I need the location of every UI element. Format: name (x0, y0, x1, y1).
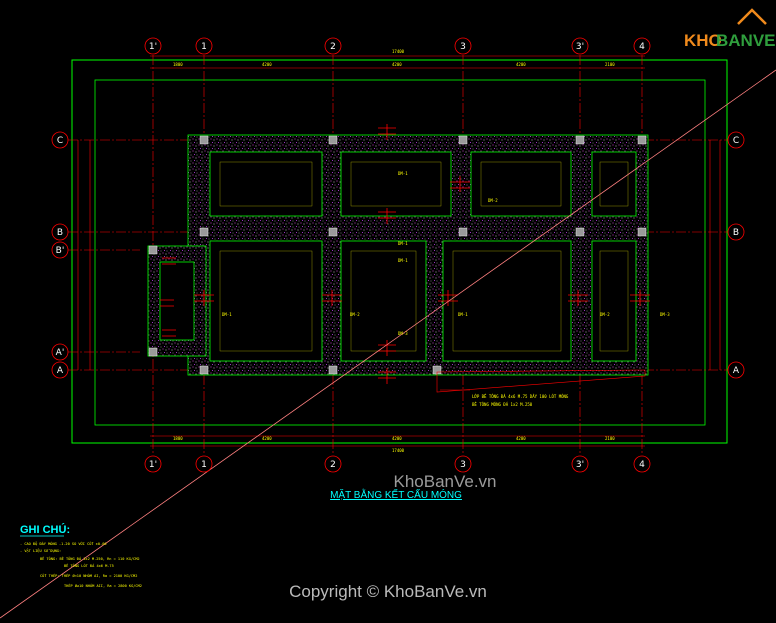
dim-overall-top: 17400 (392, 49, 405, 54)
axis-label-top: 1 (201, 42, 207, 52)
axis-bubbles-bottom (144, 455, 651, 473)
axis-label-bottom: 1' (149, 460, 157, 470)
dim-segment-bottom: 4200 (392, 436, 402, 441)
beam-tag: DM-3 (660, 312, 670, 317)
diagonal-reference-line (0, 69, 776, 619)
beam-tag: DM-3 (398, 331, 408, 336)
axis-bubbles-top (144, 37, 651, 55)
axis-label-left: A (57, 366, 64, 376)
dim-segment-bottom: 2100 (605, 436, 615, 441)
axis-label-top: 4 (639, 42, 645, 52)
note-line: CỐT THÉP: THÉP Ø<10 NHÓM AI, Ra = 2100 K… (40, 573, 137, 578)
note-line: BÊ TÔNG LÓT ĐÁ 4x6 M.75 (64, 563, 114, 568)
axis-labels: 1' 1 2 3 3' 4 1' 1 2 3 3' 4 C B B' A' A … (56, 42, 740, 470)
axis-label-top: 1' (149, 42, 157, 52)
dim-segment-top: 4200 (262, 62, 272, 67)
axis-label-bottom: 4 (639, 460, 645, 470)
axis-label-right: B (733, 228, 739, 238)
beam-tag: DM-1 (222, 312, 232, 317)
site-boundary (71, 59, 728, 444)
dimension-lines (77, 55, 721, 447)
footing-outlines (219, 161, 629, 352)
dim-segment-top: 4200 (516, 62, 526, 67)
axis-label-left: B' (56, 246, 65, 256)
watermark-center: KhoBanVe.vn (393, 472, 496, 491)
beam-tag: DM-2 (600, 312, 610, 317)
foundation-panels (159, 151, 637, 362)
dim-segment-top: 1800 (173, 62, 183, 67)
svg-text:KHO: KHO (684, 31, 722, 50)
axis-label-bottom: 2 (330, 460, 336, 470)
axis-label-left: B (57, 228, 63, 238)
axis-label-right: C (733, 136, 739, 146)
dim-overall-bottom: 17400 (392, 448, 405, 453)
note-line: BÊ TÔNG: BÊ TÔNG ĐÁ 1x2 M.250, Rn = 110 … (40, 556, 140, 561)
slab-annotation: LỚP BÊ TÔNG ĐÁ 4x6 M.75 DÀY 100 LÓT MÓNG… (472, 394, 569, 407)
watermark-copyright: Copyright © KhoBanVe.vn (289, 582, 487, 601)
dim-segment-bottom: 1800 (173, 436, 183, 441)
beam-tag: DM-2 (350, 312, 360, 317)
axis-bubbles-right (727, 131, 745, 379)
axis-label-top: 2 (330, 42, 336, 52)
dim-segment-bottom: 4200 (262, 436, 272, 441)
axis-label-bottom: 3' (576, 460, 584, 470)
axis-label-left: A' (56, 348, 65, 358)
beam-tag: DM-1 (458, 312, 468, 317)
section-markers (160, 124, 650, 384)
beam-tag: DM-1 (398, 258, 408, 263)
dim-segment-top: 4200 (392, 62, 402, 67)
columns (148, 135, 647, 375)
axis-label-bottom: 3 (460, 460, 466, 470)
beam-tag: DM-2 (488, 198, 498, 203)
annotation-line: LỚP BÊ TÔNG ĐÁ 4x6 M.75 DÀY 100 LÓT MÓNG (472, 394, 569, 399)
kho-ban-ve-logo: KHO BANVE (684, 8, 776, 50)
annotation-slab (436, 369, 646, 393)
beam-tag: DM-1 (398, 241, 408, 246)
axis-label-right: A (733, 366, 740, 376)
beam-tag: DM-1 (398, 171, 408, 176)
dimension-texts: 17400 1800 4200 4200 4200 2100 17400 180… (173, 49, 615, 453)
notes-heading: GHI CHÚ: (20, 523, 70, 536)
annotation-line: BÊ TÔNG MÓNG ĐÁ 1x2 M.250 (472, 402, 533, 407)
general-notes: GHI CHÚ: - CAO ĐỘ ĐÁY MÓNG -1.20 SO VỚI … (20, 523, 142, 588)
svg-text:BANVE: BANVE (716, 31, 776, 50)
axis-label-top: 3' (576, 42, 584, 52)
house-roof-icon (737, 8, 767, 25)
note-line: - CAO ĐỘ ĐÁY MÓNG -1.20 SO VỚI CỐT ±0.00 (20, 541, 107, 546)
axis-label-top: 3 (460, 42, 466, 52)
dim-segment-bottom: 4200 (516, 436, 526, 441)
axis-label-bottom: 1 (201, 460, 207, 470)
note-line: - VẬT LIỆU SỬ DỤNG: (20, 548, 61, 553)
drawing-title: MẶT BẰNG KẾT CẤU MÓNG (330, 488, 462, 501)
note-line: THÉP Ø≥10 NHÓM AII, Ra = 2800 KG/CM2 (64, 583, 142, 588)
dim-segment-top: 2100 (605, 62, 615, 67)
beam-tags: DM-1 DM-1 DM-2 DM-1 DM-2 DM-1 DM-2 DM-3 … (222, 171, 670, 336)
axis-bubbles-left (51, 131, 69, 379)
axis-label-left: C (57, 136, 63, 146)
